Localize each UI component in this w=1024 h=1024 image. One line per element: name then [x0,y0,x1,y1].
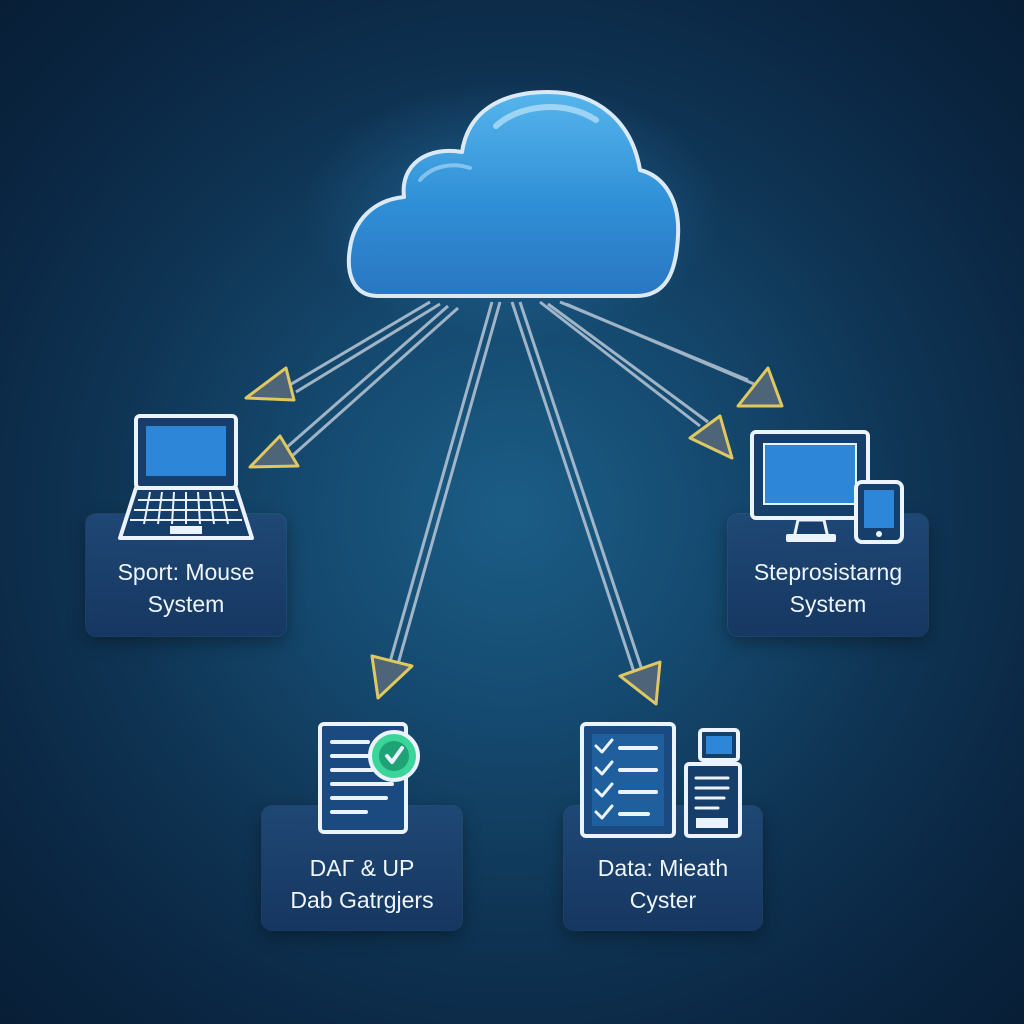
connector-lines [285,300,755,673]
arrowhead-icon [736,366,784,408]
arrowheads [244,366,784,706]
node-label-line1: Steprosistarng [753,559,903,585]
node-label-line1: DAΓ & UP [309,855,415,881]
connector-line [291,306,459,458]
arrowhead-icon [370,654,414,700]
connector-line [287,300,431,388]
node-label-line2: Dab Gatrgjers [290,887,434,913]
node-label-line2: System [789,591,867,617]
arrowhead-icon [618,660,662,706]
node-label-line2: System [147,591,225,617]
desktop-and-tablet-icon [748,428,908,548]
connector-line [518,301,644,671]
document-with-badge-icon [316,720,426,838]
connector-line [396,301,502,665]
connector-line [510,301,636,673]
node-label-line2: Cyster [629,887,697,913]
connector-line [295,302,441,394]
arrowhead-icon [688,414,734,460]
arrowhead-icon [244,366,296,402]
node-label-line1: Data: Mieath [597,855,729,881]
cloud-icon [302,80,722,340]
checklist-and-device-icon [578,720,746,842]
node-label-line1: Sport: Mouse [117,559,255,585]
connector-line [285,304,449,450]
connector-line [565,302,755,386]
connector-line [539,300,701,428]
connector-line [547,302,709,424]
connector-line [388,301,494,663]
laptop-icon [116,414,256,548]
arrowhead-icon [248,434,300,469]
